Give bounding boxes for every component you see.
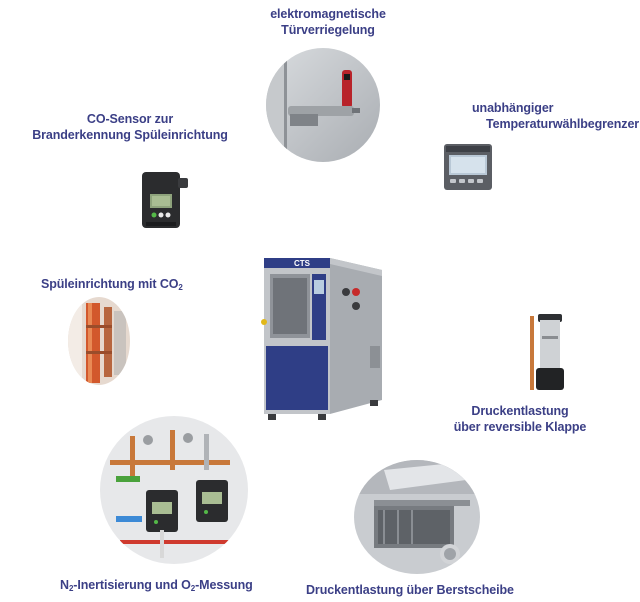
label-pressure-flap: Druckentlastung über reversible Klappe [440, 403, 600, 435]
photo-temp-limiter [442, 140, 494, 194]
label-pressure-flap-line1: Druckentlastung [471, 404, 569, 418]
label-pressure-flap-line2: über reversible Klappe [453, 420, 587, 434]
purge-image [68, 297, 130, 385]
label-n2-sub2: 2 [190, 584, 196, 593]
photo-co-sensor [136, 168, 192, 232]
photo-door-lock [266, 48, 380, 162]
photo-burst-disc [354, 460, 480, 574]
label-door-lock-line2: Türverriegelung [281, 23, 375, 37]
label-n2-a: N [60, 578, 69, 592]
label-n2-b: -Inertisierung und O [73, 578, 191, 592]
label-door-lock-line1: elektromagnetische [270, 7, 386, 21]
label-n2-line: N2-Inertisierung und O2-Messung [60, 577, 280, 593]
label-purge-sub: 2 [178, 283, 183, 292]
label-temp-limiter: unabhängiger Temperaturwählbegrenzer [472, 100, 640, 132]
label-purge-line: Spüleinrichtung mit CO2 [41, 276, 221, 292]
test-chamber-image: CTS [261, 258, 382, 420]
temp-limiter-image [444, 144, 492, 190]
photo-test-chamber: CTS [258, 250, 386, 426]
photo-purge [68, 297, 130, 385]
label-n2-sub1: 2 [68, 584, 74, 593]
label-purge-text: Spüleinrichtung mit CO [41, 277, 179, 291]
label-door-lock: elektromagnetische Türverriegelung [258, 6, 398, 38]
chamber-brand-label: CTS [294, 259, 311, 268]
co-sensor-image [142, 172, 188, 228]
label-purge: Spüleinrichtung mit CO2 [41, 276, 221, 292]
photo-n2-panel [100, 416, 248, 564]
label-n2-c: -Messung [195, 578, 253, 592]
label-burst-disc-text: Druckentlastung über Berstscheibe [306, 583, 514, 597]
door-lock-image [266, 48, 380, 162]
photo-pressure-flap [524, 308, 574, 398]
label-co-sensor: CO-Sensor zur Branderkennung Spüleinrich… [30, 111, 230, 143]
n2-panel-image [100, 416, 248, 564]
label-temp-limiter-line1: unabhängiger [472, 101, 554, 115]
label-co-sensor-line2: Branderkennung Spüleinrichtung [32, 128, 228, 142]
burst-disc-image [354, 460, 480, 574]
label-co-sensor-line1: CO-Sensor zur [86, 112, 174, 126]
label-n2: N2-Inertisierung und O2-Messung [60, 577, 280, 593]
label-temp-limiter-line2: Temperaturwählbegrenzer [486, 117, 640, 131]
label-burst-disc: Druckentlastung über Berstscheibe [306, 582, 526, 598]
pressure-flap-image [530, 314, 564, 390]
